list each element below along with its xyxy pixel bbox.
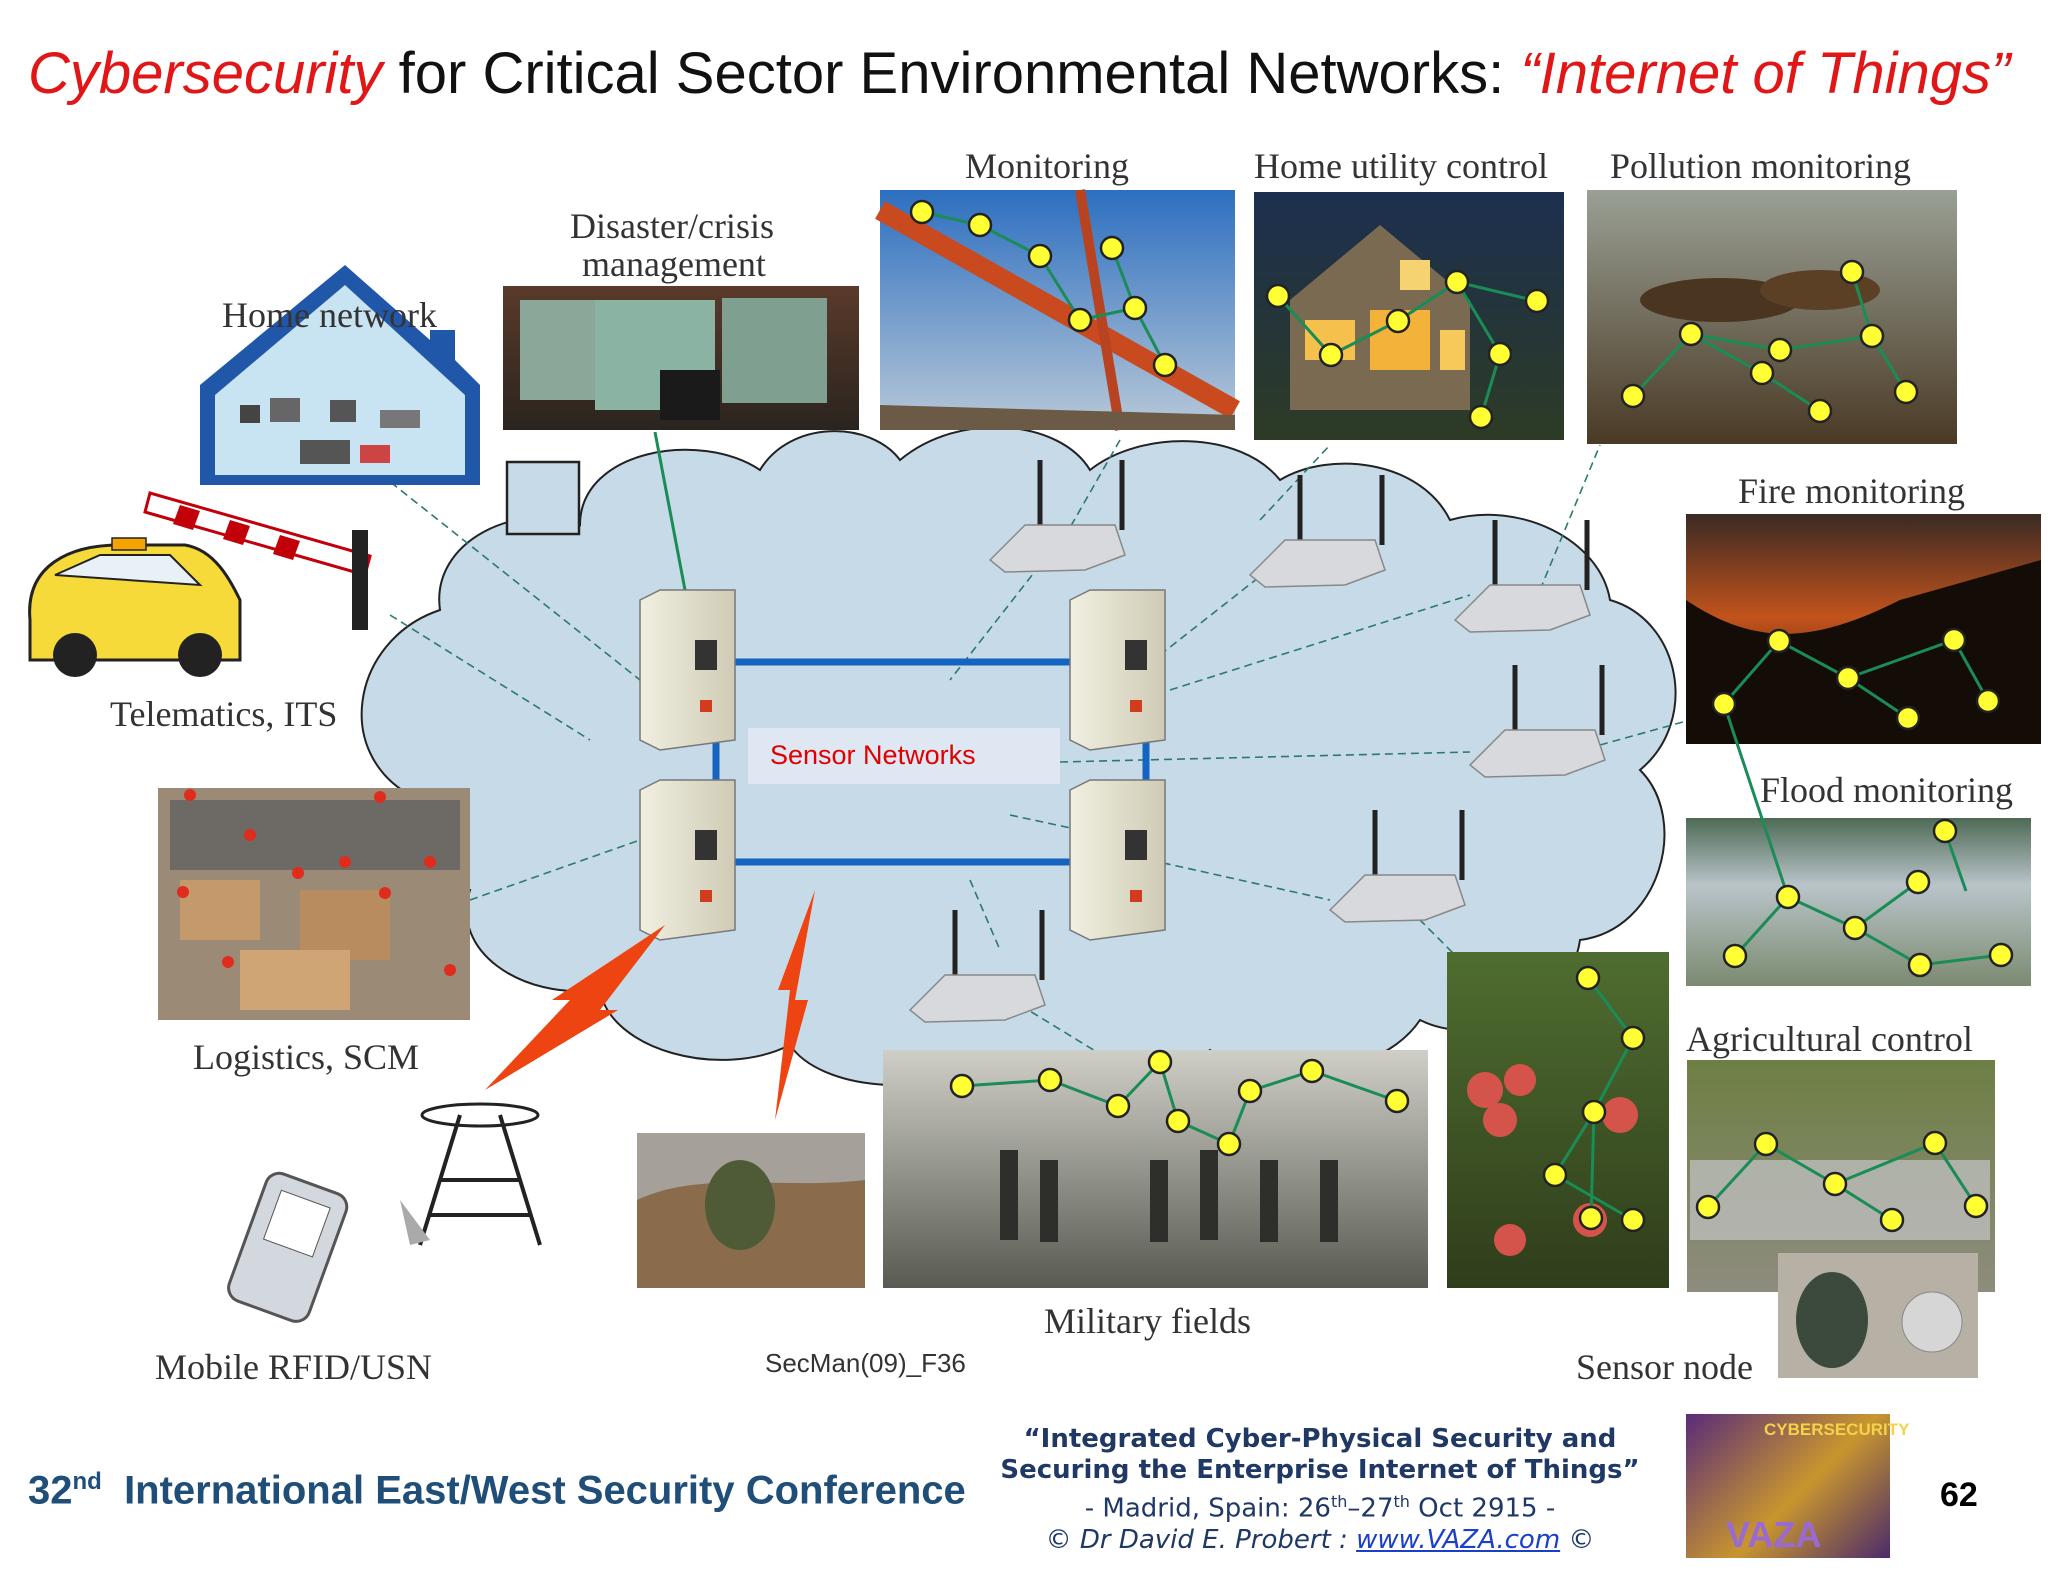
talk-title-line1: “Integrated Cyber-Physical Security and (1023, 1424, 1617, 1454)
sensor-networks-label: Sensor Networks (770, 740, 976, 770)
label-monitoring: Monitoring (965, 146, 1130, 186)
label-telematics: Telematics, ITS (110, 694, 338, 734)
label-home-utility: Home utility control (1254, 146, 1548, 186)
label-mobile-rfid: Mobile RFID/USN (155, 1347, 433, 1387)
talk-title-line2: Securing the Enterprise Internet of Thin… (1000, 1455, 1640, 1485)
vaza-link[interactable]: www.VAZA.com (1356, 1524, 1561, 1555)
sensor-nodes (909, 199, 2014, 1233)
server-nodes (639, 589, 1166, 941)
logo-cybersecurity-text: CYBERSECURITY (1764, 1420, 1910, 1439)
conference-number: 32 (28, 1468, 73, 1513)
label-flood: Flood monitoring (1760, 770, 2014, 810)
label-home-network: Home network (222, 295, 437, 335)
access-points (908, 460, 1606, 1023)
pollution-photo (1587, 190, 1957, 444)
title-middle: for Critical Sector Environmental Networ… (382, 41, 1521, 106)
lightning-bolt (485, 925, 665, 1090)
lightning-bolt (775, 890, 815, 1120)
label-logistics: Logistics, SCM (193, 1037, 420, 1077)
talk-info: “Integrated Cyber-Physical Security and … (990, 1424, 1650, 1556)
label-pollution: Pollution monitoring (1610, 146, 1912, 186)
label-sensor-node: Sensor node (1576, 1347, 1753, 1387)
conference-title: International East/West Security Confere… (124, 1468, 966, 1513)
slide-title: Cybersecurity for Critical Sector Enviro… (28, 40, 2028, 107)
telematics-icon (28, 491, 372, 677)
disaster-link (653, 431, 687, 591)
page-number: 62 (1940, 1476, 1978, 1514)
figure-code: SecMan(09)_F36 (765, 1348, 966, 1378)
label-agricultural: Agricultural control (1686, 1019, 1973, 1059)
small-square (505, 460, 581, 536)
title-cybersecurity: Cybersecurity (28, 41, 383, 106)
sensor-networks-box (748, 728, 1060, 784)
label-military: Military fields (1044, 1301, 1251, 1341)
label-disaster-2: management (582, 244, 766, 284)
label-fire: Fire monitoring (1738, 471, 1965, 511)
mobile-rfid-icon (227, 1102, 542, 1323)
talk-location: - Madrid, Spain: 26th–27th Oct 2915 - (1084, 1492, 1556, 1524)
home-network-icon (200, 265, 480, 485)
logo-vaza-text: VAZA (1726, 1514, 1822, 1555)
label-disaster-1: Disaster/crisis (570, 206, 774, 246)
talk-author: © Dr David E. Probert : www.VAZA.com © (1045, 1524, 1595, 1555)
backbone-ring (712, 658, 1150, 866)
conference-name: 32nd International East/West Security Co… (28, 1468, 966, 1513)
title-iot: “Internet of Things” (1520, 41, 2011, 106)
vaza-logo: CYBERSECURITY VAZA (1686, 1414, 1909, 1558)
conference-ordinal: nd (72, 1468, 102, 1495)
